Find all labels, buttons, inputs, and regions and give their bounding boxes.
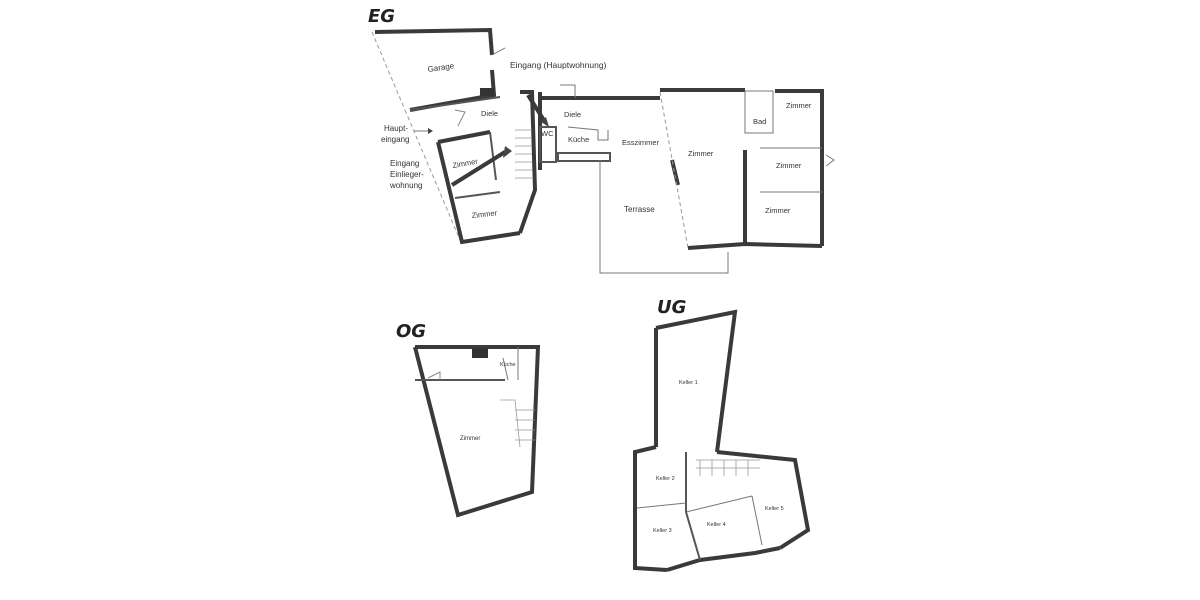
einlieger-block: Zimmer Zimmer xyxy=(436,130,521,245)
einlieger-label-2: Einlieger- xyxy=(390,170,424,179)
keller1-label: Keller 1 xyxy=(679,380,698,386)
zimmer-right-mid-label: Zimmer xyxy=(776,161,802,170)
diele-left-label: Diele xyxy=(481,109,498,118)
kueche-label: Küche xyxy=(568,135,589,144)
arrow-icon xyxy=(541,117,549,127)
floor-ug-title: UG xyxy=(657,297,686,318)
keller2-label: Keller 2 xyxy=(656,476,675,482)
zimmer-right-bottom-label: Zimmer xyxy=(765,206,791,215)
og-kueche-label: Küche xyxy=(500,362,516,368)
entrance-main-label: Eingang (Hauptwohnung) xyxy=(510,60,607,70)
main-unit: Diele WC Küche Esszimmer Terrasse Zimmer… xyxy=(539,84,835,274)
terrasse-label: Terrasse xyxy=(624,205,655,214)
keller5-label: Keller 5 xyxy=(765,506,784,512)
floor-ug: UG Keller 1 Keller 2 Keller 3 Keller 4 K… xyxy=(633,297,811,572)
floor-og: OG Küche Zimmer xyxy=(396,321,541,518)
zimmer-left-lower-label: Zimmer xyxy=(471,208,498,220)
zimmer-center-label: Zimmer xyxy=(688,149,714,158)
esszimmer-label: Esszimmer xyxy=(622,138,660,147)
floor-eg: EG Garage Eingang (Hauptwohnung) Diele H… xyxy=(368,6,835,274)
keller3-label: Keller 3 xyxy=(653,528,672,534)
arrow-icon xyxy=(428,128,433,134)
garage-label: Garage xyxy=(427,61,455,74)
arrow-icon xyxy=(503,146,512,158)
keller4-label: Keller 4 xyxy=(707,522,726,528)
zimmer-left-upper-label: Zimmer xyxy=(452,157,479,170)
wc-label: WC xyxy=(541,129,554,138)
room-garage: Garage xyxy=(371,27,506,112)
floor-og-title: OG xyxy=(396,321,426,342)
og-zimmer-label: Zimmer xyxy=(460,436,480,442)
main-entrance-label-2: eingang xyxy=(381,135,409,144)
zimmer-right-top-label: Zimmer xyxy=(786,101,812,110)
floor-eg-title: EG xyxy=(368,6,395,27)
einlieger-label-1: Eingang xyxy=(390,159,419,168)
bad-label: Bad xyxy=(753,117,766,126)
einlieger-label-3: wohnung xyxy=(389,181,422,190)
diele-right-label: Diele xyxy=(564,110,581,119)
main-entrance-label-1: Haupt- xyxy=(384,124,408,133)
